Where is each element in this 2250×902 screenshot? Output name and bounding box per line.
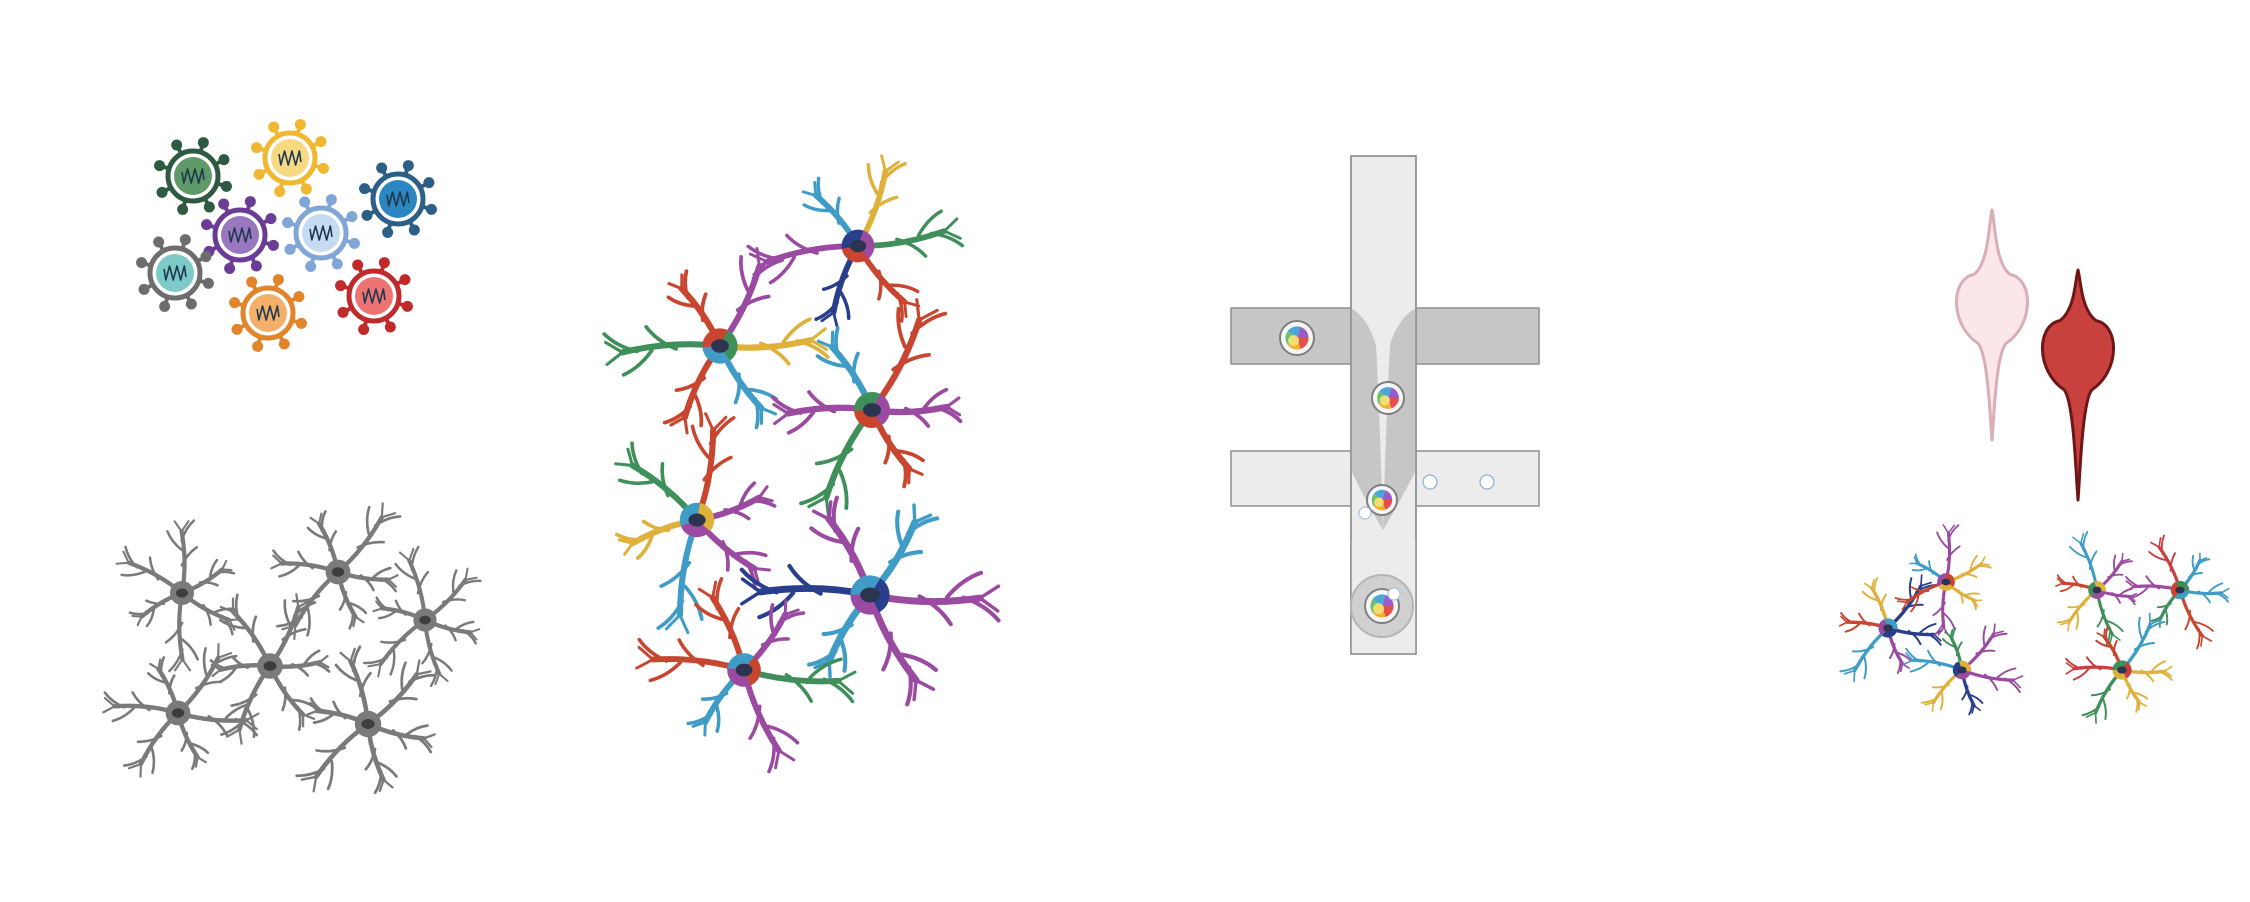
cell-icon xyxy=(1422,474,1438,490)
nucleus xyxy=(711,339,729,353)
barcode-icon xyxy=(309,225,333,241)
violin-plot-icon xyxy=(2041,268,2115,502)
violin-plot-icon xyxy=(1955,208,2029,442)
nucleus xyxy=(735,663,753,677)
virus-blue-icon xyxy=(359,160,437,238)
nucleus xyxy=(419,615,431,625)
cell-icon xyxy=(1479,474,1495,490)
virus-light-blue-icon xyxy=(282,194,360,272)
barcode-icon xyxy=(163,265,187,281)
astrocyte-icon xyxy=(295,645,437,795)
nucleus xyxy=(849,239,867,253)
barcode-icon xyxy=(181,168,205,184)
nucleus xyxy=(176,588,188,598)
clustered-astrocyte-group xyxy=(1838,523,2230,724)
virus-red-icon xyxy=(335,257,413,335)
barcode-icon xyxy=(256,305,280,321)
nucleus xyxy=(2117,666,2127,674)
barcode-icon xyxy=(362,288,386,304)
nucleus xyxy=(171,708,185,718)
barcoded-virus-group xyxy=(136,119,437,352)
nucleus xyxy=(1941,578,1951,586)
nucleus xyxy=(860,587,880,603)
astrocyte-icon xyxy=(362,545,482,688)
microfluidic-droplet-chip xyxy=(1230,155,1540,655)
astrocyte-icon xyxy=(115,519,242,673)
multicolor-astrocyte-icon xyxy=(2055,530,2138,647)
barcode-icon xyxy=(278,150,302,166)
multicolor-astrocyte-icon xyxy=(746,154,965,328)
violin-plot-pair xyxy=(1955,208,2115,502)
multicolor-astrocyte-icon xyxy=(2124,534,2230,650)
multicolor-astrocyte-icon xyxy=(614,412,777,635)
barcode-icon xyxy=(228,227,252,243)
nucleus xyxy=(1883,624,1893,632)
virus-dark-green-icon xyxy=(154,137,232,215)
multicolor-astrocyte-icon xyxy=(1902,623,2024,716)
multicolor-astrocyte-icon xyxy=(2065,612,2173,724)
barcode-bead-icon xyxy=(1279,320,1315,356)
astrocyte-icon xyxy=(270,502,402,641)
nucleus xyxy=(263,661,277,671)
nucleus xyxy=(2092,586,2102,594)
nucleus xyxy=(361,718,375,730)
virus-teal-icon xyxy=(136,234,214,312)
multicolor-astrocyte-icon xyxy=(1894,523,1992,637)
multicolor-astrocyte-icon xyxy=(635,577,857,774)
barcode-bead-icon xyxy=(1371,381,1405,415)
unlabeled-astrocyte-group xyxy=(102,502,482,795)
astrocyte-icon xyxy=(102,642,260,778)
astrocyte-icon xyxy=(209,593,331,745)
barcoded-astrocyte-group xyxy=(602,154,1001,774)
virus-yellow-icon xyxy=(251,119,329,197)
multicolor-astrocyte-icon xyxy=(739,495,1001,707)
virus-orange-icon xyxy=(229,274,307,352)
nucleus xyxy=(331,567,345,577)
flow-focus-junction xyxy=(1351,308,1416,530)
cell-icon xyxy=(1358,506,1372,520)
multicolor-astrocyte-icon xyxy=(770,298,963,519)
virus-purple-icon xyxy=(201,196,279,274)
barcode-bead-icon xyxy=(1366,484,1398,516)
nucleus xyxy=(863,403,881,417)
cell-icon xyxy=(1387,587,1401,601)
multicolor-astrocyte-icon xyxy=(602,246,830,435)
nucleus xyxy=(2175,586,2185,594)
barcode-icon xyxy=(386,191,410,207)
nucleus xyxy=(1957,666,1967,674)
nucleus xyxy=(688,513,706,527)
